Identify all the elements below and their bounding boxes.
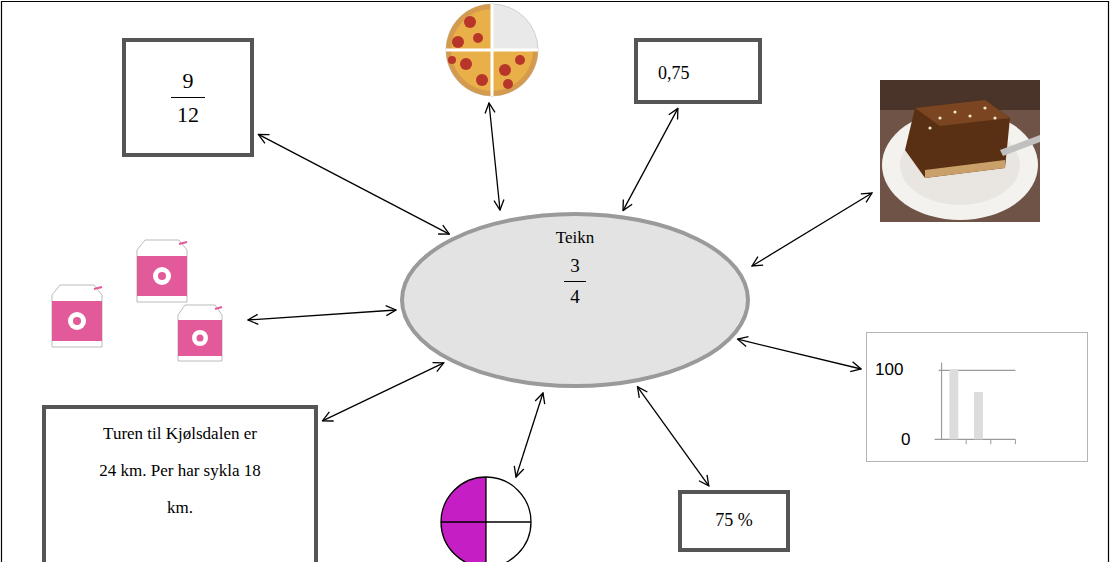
- axis-value: 100: [875, 360, 903, 380]
- graphic-part: [197, 335, 204, 342]
- bar: [974, 392, 983, 439]
- graphic-part: [452, 36, 464, 48]
- double-arrow: [323, 363, 444, 421]
- graphic-part: [441, 521, 531, 522]
- graphic-part: [953, 110, 956, 113]
- milk-cartons: [52, 240, 222, 361]
- graphic-part: [441, 477, 531, 562]
- graphic-part: [446, 4, 538, 96]
- double-arrow: [258, 134, 449, 234]
- graphic-part: [137, 240, 187, 302]
- tick: [1015, 439, 1016, 444]
- double-arrow: [638, 387, 709, 486]
- graphic-part: [178, 305, 222, 361]
- graphic-part: [137, 240, 187, 302]
- graphic-part: [1000, 135, 1040, 156]
- tick: [990, 439, 991, 444]
- ellipse-content: Teikn 34: [400, 212, 750, 309]
- graphic-part: [68, 312, 86, 330]
- graphic-part: [476, 74, 488, 86]
- cake-photo: [880, 80, 1040, 222]
- graphic-part: [178, 305, 222, 361]
- graphic-part: [446, 4, 538, 96]
- decimal-box: 0,75: [634, 38, 762, 104]
- fraction-circle: [441, 477, 531, 562]
- graphic-part: [486, 522, 531, 562]
- graphic-part: [52, 301, 102, 341]
- denominator: 4: [564, 281, 586, 309]
- graphic-part: [993, 116, 996, 119]
- double-arrow: [623, 108, 678, 210]
- tick: [966, 439, 967, 444]
- graphic-part: [52, 285, 102, 347]
- graphic-part: [925, 160, 1005, 178]
- graphic-part: [178, 320, 222, 356]
- graphic-part: [215, 307, 222, 309]
- graphic-part: [928, 126, 931, 129]
- picture-arrows: [248, 103, 872, 477]
- graphic-part: [179, 242, 187, 244]
- double-arrow: [738, 339, 862, 369]
- graphic-part: [915, 100, 1010, 126]
- graphic-part: [499, 64, 511, 76]
- graphic-part: [983, 106, 986, 109]
- bar: [949, 369, 958, 439]
- box-text: Turen til Kjølsdalen er 24 km. Per har s…: [94, 415, 266, 526]
- sign-label: Teikn: [556, 228, 594, 248]
- y-axis: [941, 363, 942, 440]
- text-problem-box: Turen til Kjølsdalen er 24 km. Per har s…: [42, 405, 318, 562]
- denominator: 12: [171, 97, 205, 129]
- graphic-part: [248, 310, 396, 320]
- fraction-box: 912: [122, 38, 254, 157]
- graphic-part: [52, 285, 102, 347]
- graphic-part: [73, 317, 81, 325]
- ellipse-outline: [402, 214, 748, 386]
- chart-graphic: [867, 333, 1087, 461]
- graphic-part: [473, 33, 483, 43]
- graphic-part: [460, 58, 472, 70]
- graphic-part: [503, 79, 513, 89]
- graphic-part: [464, 16, 476, 28]
- graphic-part: [968, 114, 971, 117]
- graphic-part: [446, 49, 538, 52]
- graphic-part: [192, 330, 208, 346]
- box-text: 75 %: [715, 509, 753, 532]
- graphic-part: [153, 267, 171, 285]
- graphic-part: [905, 100, 1010, 178]
- percent-box: 75 %: [678, 490, 790, 552]
- fraction: 34: [564, 254, 586, 309]
- graphic-part: [489, 103, 500, 210]
- graphic-part: [752, 193, 872, 266]
- graphic-part: [448, 56, 456, 64]
- graphic-part: [880, 80, 1040, 222]
- pizza-picture: [446, 4, 538, 96]
- box-text: 0,75: [658, 62, 748, 85]
- graphic-part: [94, 287, 102, 289]
- graphic-part: [516, 393, 543, 477]
- graphic-part: [485, 477, 486, 562]
- numerator: 9: [171, 67, 205, 98]
- graphic-part: [515, 55, 525, 65]
- bar-chart: 100 0: [866, 332, 1088, 462]
- axis-value: 0: [901, 430, 910, 450]
- graphic-part: [938, 116, 941, 119]
- sign-ellipse: Teikn 34: [400, 212, 750, 388]
- numerator: 3: [564, 254, 586, 281]
- fraction: 912: [171, 67, 205, 129]
- graphic-part: [137, 256, 187, 296]
- graphic-part: [158, 272, 166, 280]
- graphic-part: [441, 477, 531, 562]
